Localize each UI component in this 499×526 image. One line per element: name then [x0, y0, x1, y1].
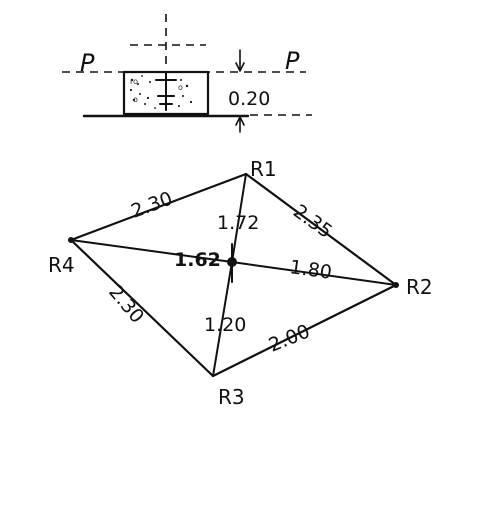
radial-to-r2: [231, 261, 397, 286]
section-view: ro o o P P 0.20: [62, 14, 312, 133]
edge-label-r4-r1: 2.30: [128, 188, 175, 223]
point-label-r4: R4: [48, 253, 75, 277]
edge-r2-r3: [211, 283, 398, 378]
benchmark-pin: [155, 71, 177, 111]
edge-label-r3-r4: 2.30: [104, 281, 148, 328]
edge-r3-r4: [69, 238, 215, 378]
point-r2-marker: [393, 282, 399, 288]
radial-label-r2: 1.80: [288, 256, 333, 284]
concrete-texture: ro o o: [129, 75, 193, 109]
svg-text:o: o: [178, 83, 183, 92]
point-label-r3: R3: [218, 385, 245, 409]
thickness-dimension: [235, 49, 245, 133]
plan-view: R1 R2 R3 R4 2.30 2.35 2.00 2.30 1.72 1.8…: [48, 157, 433, 409]
edge-label-r2-r3: 2.00: [266, 320, 313, 356]
radial-label-r1: 1.72: [217, 212, 259, 234]
svg-text:o: o: [133, 95, 138, 104]
radial-to-r3: [212, 261, 233, 377]
plane-label-left: P: [80, 49, 95, 77]
edge-r1-r2: [244, 172, 398, 287]
radial-label-r4: 1.62: [174, 249, 221, 271]
thickness-label: 0.20: [228, 88, 270, 110]
plane-label-right: P: [285, 47, 300, 75]
point-label-r2: R2: [406, 275, 433, 299]
edge-r4-r1: [69, 172, 248, 242]
radial-label-r3: 1.20: [204, 314, 246, 336]
point-r4-marker: [68, 237, 74, 243]
svg-text:ro: ro: [130, 77, 138, 86]
point-label-r1: R1: [250, 157, 277, 181]
radial-to-r4: [70, 239, 233, 263]
radial-to-r1: [231, 173, 247, 263]
